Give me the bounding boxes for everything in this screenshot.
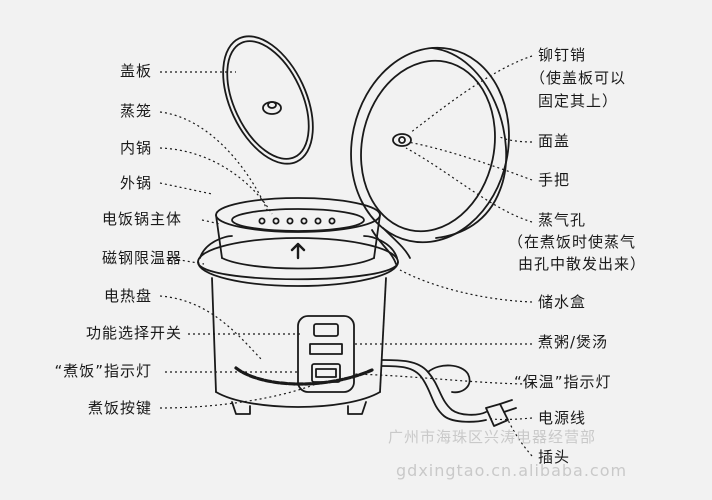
cooker-body [211, 277, 387, 415]
label-steamer: 蒸笼 [119, 102, 152, 120]
leader-lines [159, 55, 533, 457]
label-heating-plate: 电热盘 [103, 287, 152, 305]
cooker-rim [197, 235, 399, 287]
label-rivet-pin-note-2: 固定其上） [538, 92, 619, 110]
label-power-cord: 电源线 [538, 409, 587, 427]
label-rivet-pin-note-1: （使盖板可以 [530, 69, 627, 87]
label-outer-pot: 外锅 [119, 174, 152, 192]
outer-lid [350, 46, 510, 265]
control-panel [297, 315, 355, 393]
power-cord [381, 359, 517, 427]
watermark-url: gdxingtao.cn.alibaba.com [396, 461, 628, 480]
label-lid-plate: 盖板 [119, 62, 152, 80]
watermark-shop-name: 广州市海珠区兴涛电器经营部 [388, 428, 597, 446]
label-steam-hole-note-2: 由孔中散发出来） [518, 255, 647, 273]
label-top-cover: 面盖 [538, 132, 571, 150]
label-steam-hole-note-1: （在煮饭时使蒸气 [508, 233, 637, 251]
label-rivet-pin: 铆钉销 [538, 46, 587, 64]
up-arrow [290, 242, 306, 260]
label-inner-pot: 内锅 [119, 139, 152, 157]
lid-plate [222, 35, 314, 165]
label-handle: 手把 [538, 171, 571, 189]
label-porridge-soup: 煮粥/煲汤 [538, 333, 609, 351]
label-cook-button: 煮饭按键 [87, 399, 152, 417]
label-cook-indicator: “煮饭”指示灯 [54, 362, 152, 380]
steamer-basket [215, 197, 381, 270]
label-function-switch: 功能选择开关 [85, 324, 182, 342]
label-water-box: 储水盒 [538, 293, 587, 311]
label-magnetic-thermostat: 磁钢限温器 [101, 249, 182, 267]
label-plug: 插头 [538, 448, 571, 466]
label-cooker-body: 电饭锅主体 [101, 210, 182, 228]
label-steam-hole: 蒸气孔 [538, 211, 587, 229]
heating-plate [234, 366, 374, 386]
label-warm-indicator: “保温”指示灯 [514, 373, 612, 391]
